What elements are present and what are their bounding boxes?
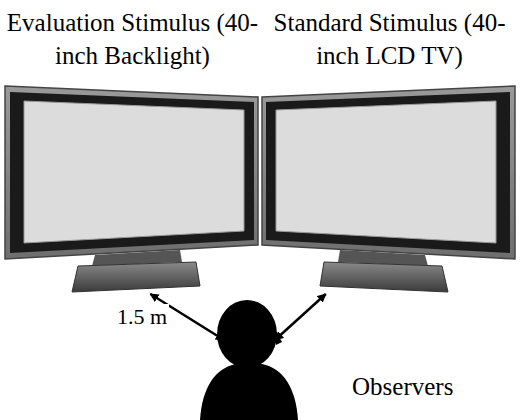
display-node: Standard Stimulus (40-inch LCD TV) xyxy=(262,2,517,294)
distance-label: 1.5 m xyxy=(115,304,169,330)
backlight-display xyxy=(5,86,258,292)
observer-node: Observers xyxy=(212,340,512,420)
observer-silhouette xyxy=(200,300,298,420)
display-heading: Standard Stimulus (40-inch LCD TV) xyxy=(262,2,517,72)
display-node: Evaluation Stimulus (40-inch Backlight) xyxy=(5,2,260,294)
display-heading: Evaluation Stimulus (40-inch Backlight) xyxy=(5,2,260,72)
observer-label: Observers xyxy=(352,372,453,402)
lcd-tv-display xyxy=(262,86,515,292)
distance-arrow xyxy=(275,294,326,340)
